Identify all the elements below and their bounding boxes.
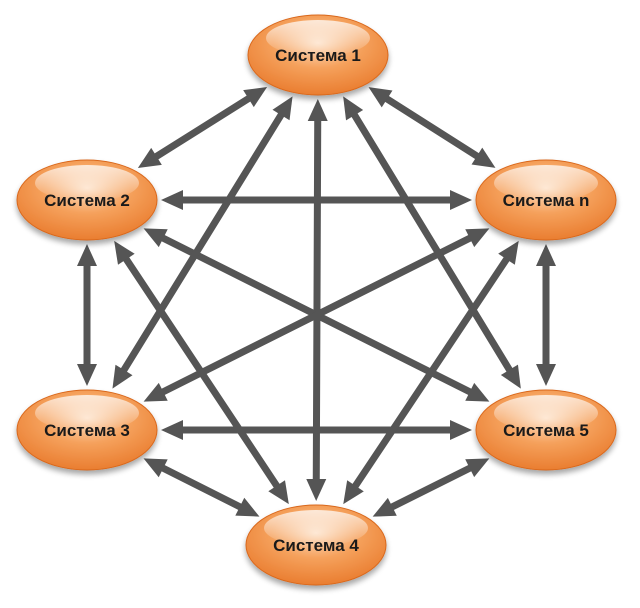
arrowhead (471, 147, 496, 168)
connection-line (346, 104, 518, 381)
connection-arrow-s2-s4 (114, 240, 289, 505)
node-system-5[interactable]: Система 5 (475, 389, 617, 471)
node-system-1[interactable]: Система 1 (247, 14, 389, 96)
arrowhead (450, 420, 472, 440)
connection-arrow-s1-sn (368, 87, 496, 168)
node-label: Система 1 (275, 46, 361, 65)
arrowhead (161, 420, 183, 440)
arrowhead (114, 240, 135, 265)
arrowhead (268, 480, 289, 505)
connection-arrow-sn-s4 (343, 240, 519, 505)
arrowhead (465, 382, 490, 402)
arrowhead (272, 96, 293, 121)
connection-arrow-s3-s4 (143, 458, 260, 517)
arrowhead (143, 458, 168, 478)
connection-line (152, 461, 251, 514)
connection-arrow-s4-s5 (372, 458, 490, 517)
node-gloss (494, 395, 598, 431)
connection-line (118, 249, 285, 496)
node-gloss (494, 165, 598, 201)
arrowhead (498, 240, 519, 265)
arrowhead (77, 244, 97, 266)
node-label: Система n (503, 191, 590, 210)
arrowhead (368, 87, 393, 108)
connection-line (152, 231, 481, 399)
arrowhead (465, 228, 490, 248)
arrowhead (536, 244, 556, 266)
connection-arrow-s1-s2 (137, 86, 268, 169)
arrowhead (77, 364, 97, 386)
connection-line (146, 90, 259, 165)
connection-line (347, 249, 515, 496)
node-gloss (264, 510, 368, 546)
connection-arrow-s2-s3 (77, 244, 97, 386)
arrowhead (161, 190, 183, 210)
node-gloss (266, 20, 370, 56)
node-system-4[interactable]: Система 4 (245, 504, 387, 586)
node-system-3[interactable]: Система 3 (16, 389, 158, 471)
systems-layer: Система 1 Система 2 Система n Система 3 … (16, 14, 617, 586)
node-label: Система 2 (44, 191, 130, 210)
arrowhead (143, 228, 168, 248)
node-gloss (35, 395, 139, 431)
connection-line (312, 109, 322, 491)
arrowhead (137, 147, 162, 169)
arrowhead (112, 364, 133, 389)
connection-arrow-s3-sn (143, 228, 490, 402)
arrowhead (536, 364, 556, 386)
connection-line (116, 104, 289, 381)
arrowhead (307, 98, 328, 122)
connections-layer (77, 86, 556, 517)
node-label: Система 4 (273, 536, 359, 555)
connection-arrow-s1-s4 (306, 98, 328, 502)
node-system-n[interactable]: Система n (475, 159, 617, 241)
node-label: Система 5 (503, 421, 589, 440)
connection-arrow-s1-s5 (343, 96, 521, 389)
arrowhead (306, 478, 327, 502)
arrowhead (343, 480, 364, 505)
node-label: Система 3 (44, 421, 130, 440)
arrowhead (450, 190, 472, 210)
connection-arrow-s1-s3 (112, 96, 293, 389)
node-gloss (35, 165, 139, 201)
arrowhead (465, 458, 490, 478)
arrowhead (143, 382, 168, 402)
connection-arrow-sn-s5 (536, 244, 556, 386)
arrowhead (243, 86, 268, 108)
arrowhead (235, 497, 260, 517)
connection-line (381, 461, 481, 514)
arrowhead (500, 364, 521, 389)
arrowhead (372, 497, 397, 517)
node-system-2[interactable]: Система 2 (16, 159, 158, 241)
arrowhead (343, 96, 364, 121)
connection-line (376, 91, 488, 164)
